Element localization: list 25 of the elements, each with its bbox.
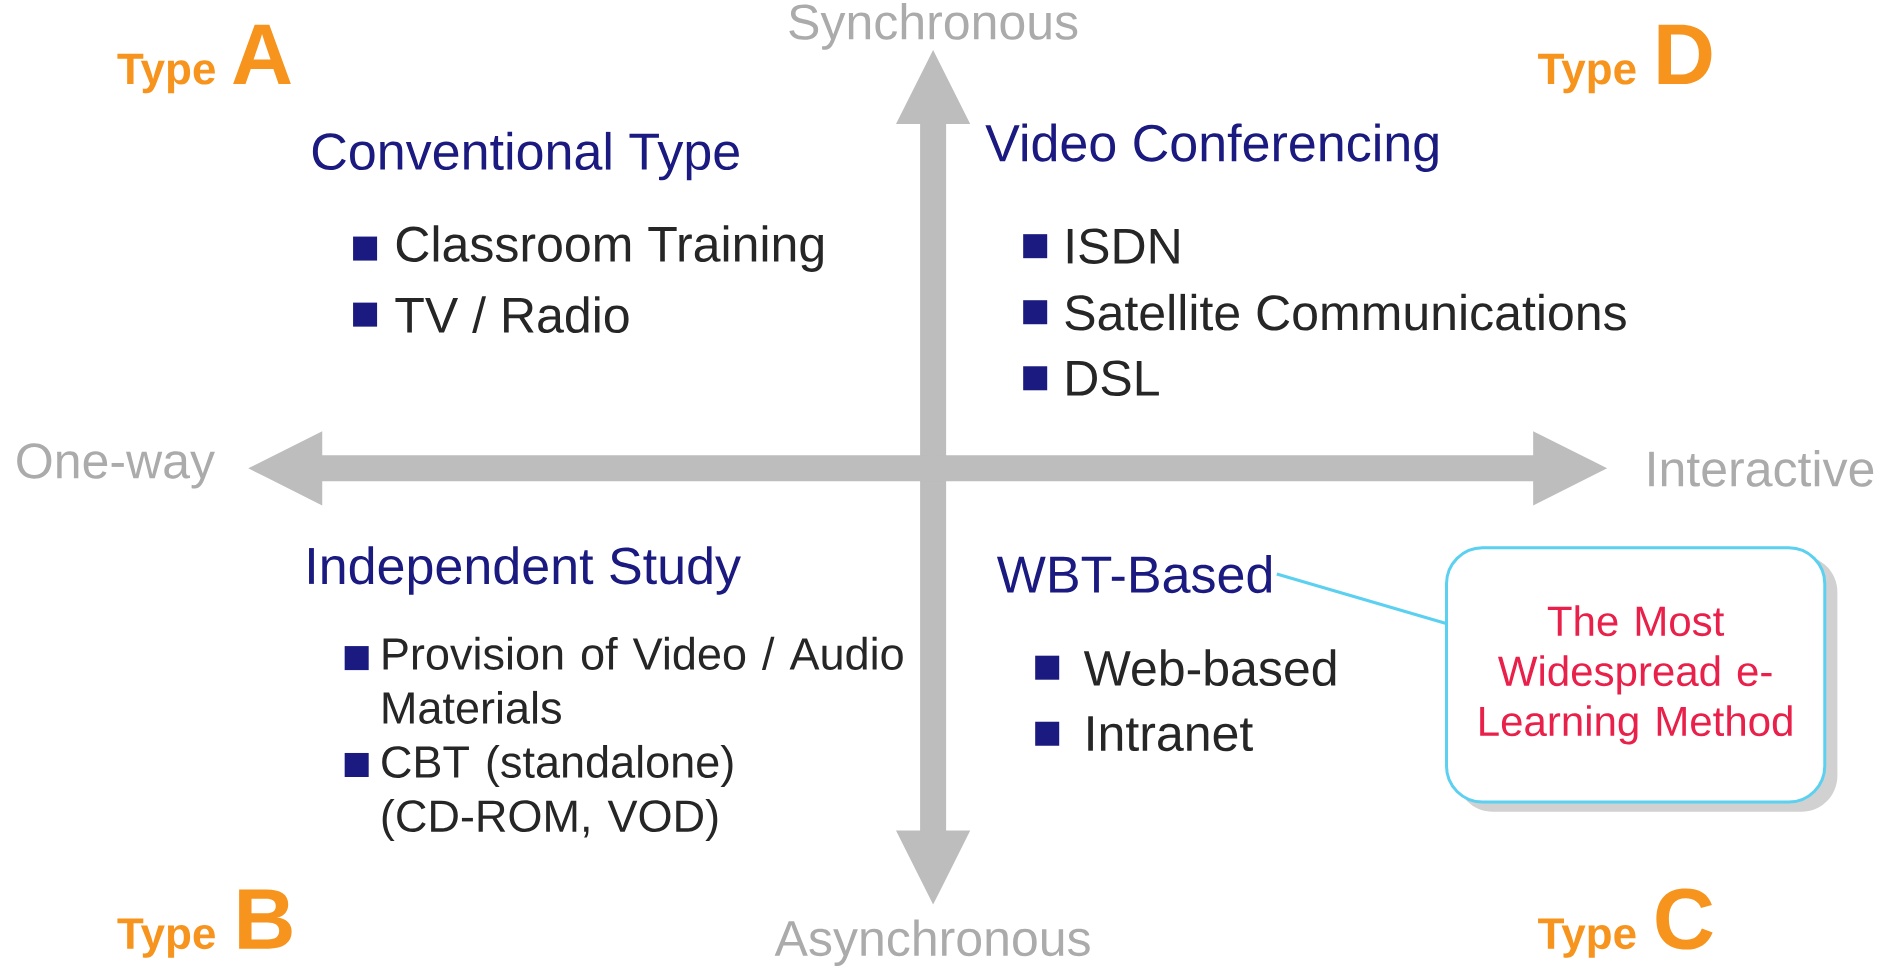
list-item: Classroom Training — [396, 225, 823, 272]
type-letter: B — [239, 889, 292, 949]
type-label: Type — [117, 918, 215, 958]
list-item: TV / Radio — [395, 296, 629, 333]
category-heading: WBT-Based — [997, 554, 1272, 593]
axis-label: Synchronous — [789, 2, 1078, 50]
category-heading: Conventional Type — [312, 131, 739, 181]
list-item: Intranet — [1088, 716, 1253, 752]
list-item: Satellite Communications — [1065, 293, 1626, 331]
axis-label: One-way — [17, 443, 215, 489]
type-label: Type — [117, 53, 215, 94]
axis-label: Asynchronous — [774, 919, 1090, 966]
list-item: Web-based — [1083, 649, 1336, 686]
axis-label: Interactive — [1649, 449, 1874, 487]
callout-box: The Most Widespread e-Learning Method — [1445, 546, 1838, 812]
type-label: Type — [1538, 918, 1636, 958]
list-item: Provision of Video / Audio Materials — [383, 636, 903, 724]
type-letter: A — [233, 24, 291, 84]
type-letter: D — [1658, 24, 1712, 84]
category-heading: Video Conferencing — [985, 123, 1438, 172]
type-label: Type — [1538, 53, 1636, 94]
list-item: CBT (standalone) (CD-ROM, VOD) — [382, 744, 733, 841]
category-heading: Independent Study — [309, 546, 741, 595]
list-item: DSL — [1067, 360, 1159, 396]
list-item: ISDN — [1067, 228, 1179, 264]
